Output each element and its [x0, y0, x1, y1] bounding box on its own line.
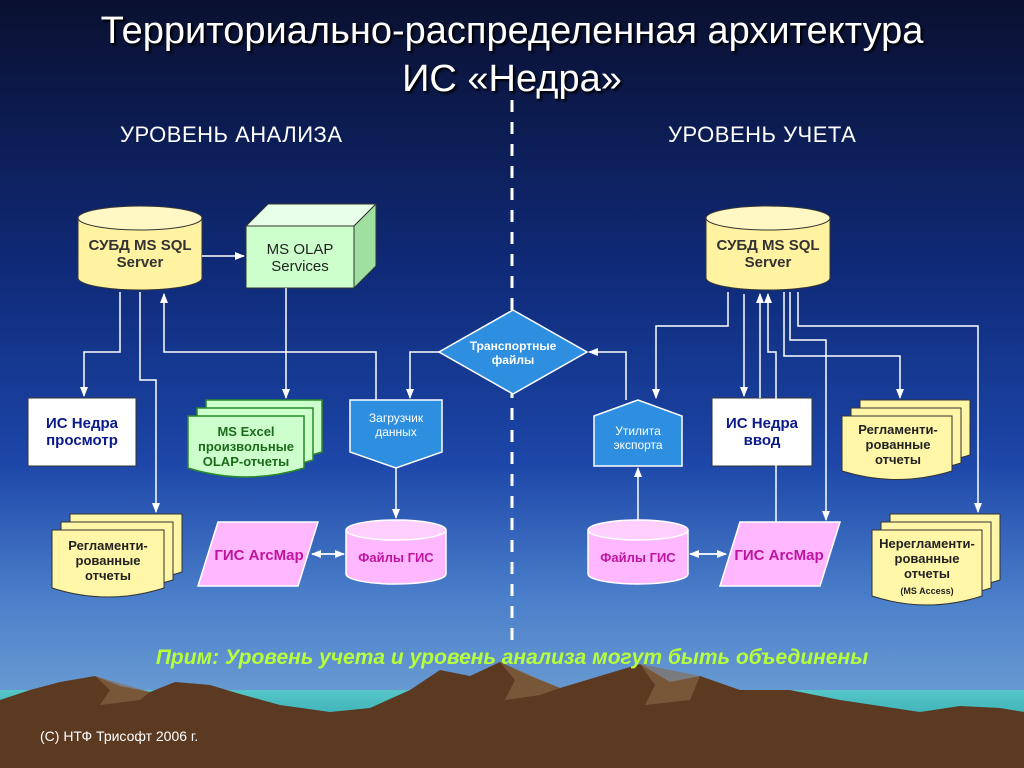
view-label: ИС Недра просмотр	[46, 415, 118, 449]
export-label: Утилита экспорта	[613, 424, 663, 452]
right-level-label: УРОВЕНЬ УЧЕТА	[668, 122, 857, 147]
connectors	[80, 252, 982, 558]
title-line-1: Территориально-распределенная архитектур…	[100, 10, 924, 52]
files-right-shape	[587, 519, 689, 585]
loader-shape	[349, 399, 443, 469]
nonreg-stack-shape	[871, 513, 1001, 606]
input-label: ИС Недра ввод	[726, 415, 798, 449]
reg-left-label: Регламенти-рованные отчеты	[68, 537, 148, 583]
reg-right-stack-shape	[841, 399, 971, 480]
input-box	[711, 397, 813, 467]
db-right-shape	[705, 205, 831, 291]
gis-right-label: ГИС ArcMap	[734, 546, 824, 564]
export-shape	[593, 399, 683, 467]
loader-label: Загрузчик данных	[368, 411, 424, 439]
db-right-label: СУБД MS SQL Server	[716, 237, 820, 271]
transport-diamond	[437, 309, 589, 395]
reg-right-label: Регламенти-рованные отчеты	[858, 421, 938, 467]
db-left-shape	[77, 205, 203, 291]
nonreg-sub-label: (MS Access)	[900, 586, 954, 596]
files-right-label: Файлы ГИС	[600, 549, 676, 565]
gis-left-shape	[196, 521, 320, 587]
excel-label: MS Excel произвольные OLAP-отчеты	[197, 423, 295, 469]
db-left-label: СУБД MS SQL Server	[88, 237, 192, 271]
reg-left-stack-shape	[51, 513, 183, 598]
transport-label: Транспортные файлы	[469, 339, 557, 367]
olap-box-shape	[244, 202, 378, 290]
gis-left-label: ГИС ArcMap	[214, 546, 304, 564]
files-left-label: Файлы ГИС	[358, 549, 434, 565]
files-left-shape	[345, 519, 447, 585]
left-level-label: УРОВЕНЬ АНАЛИЗА	[120, 122, 343, 147]
excel-stack-shape	[187, 399, 323, 478]
gis-right-shape	[718, 521, 842, 587]
mountains	[0, 662, 1024, 768]
view-box	[27, 397, 137, 467]
note-text: Прим: Уровень учета и уровень анализа мо…	[155, 646, 869, 669]
olap-label: MS OLAP Services	[266, 241, 334, 275]
title-line-2: ИС «Недра»	[402, 58, 622, 100]
footer-copyright: (С) НТФ Трисофт 2006 г.	[40, 728, 199, 744]
nonreg-label: Нерегламенти-рованные отчеты	[879, 535, 975, 581]
